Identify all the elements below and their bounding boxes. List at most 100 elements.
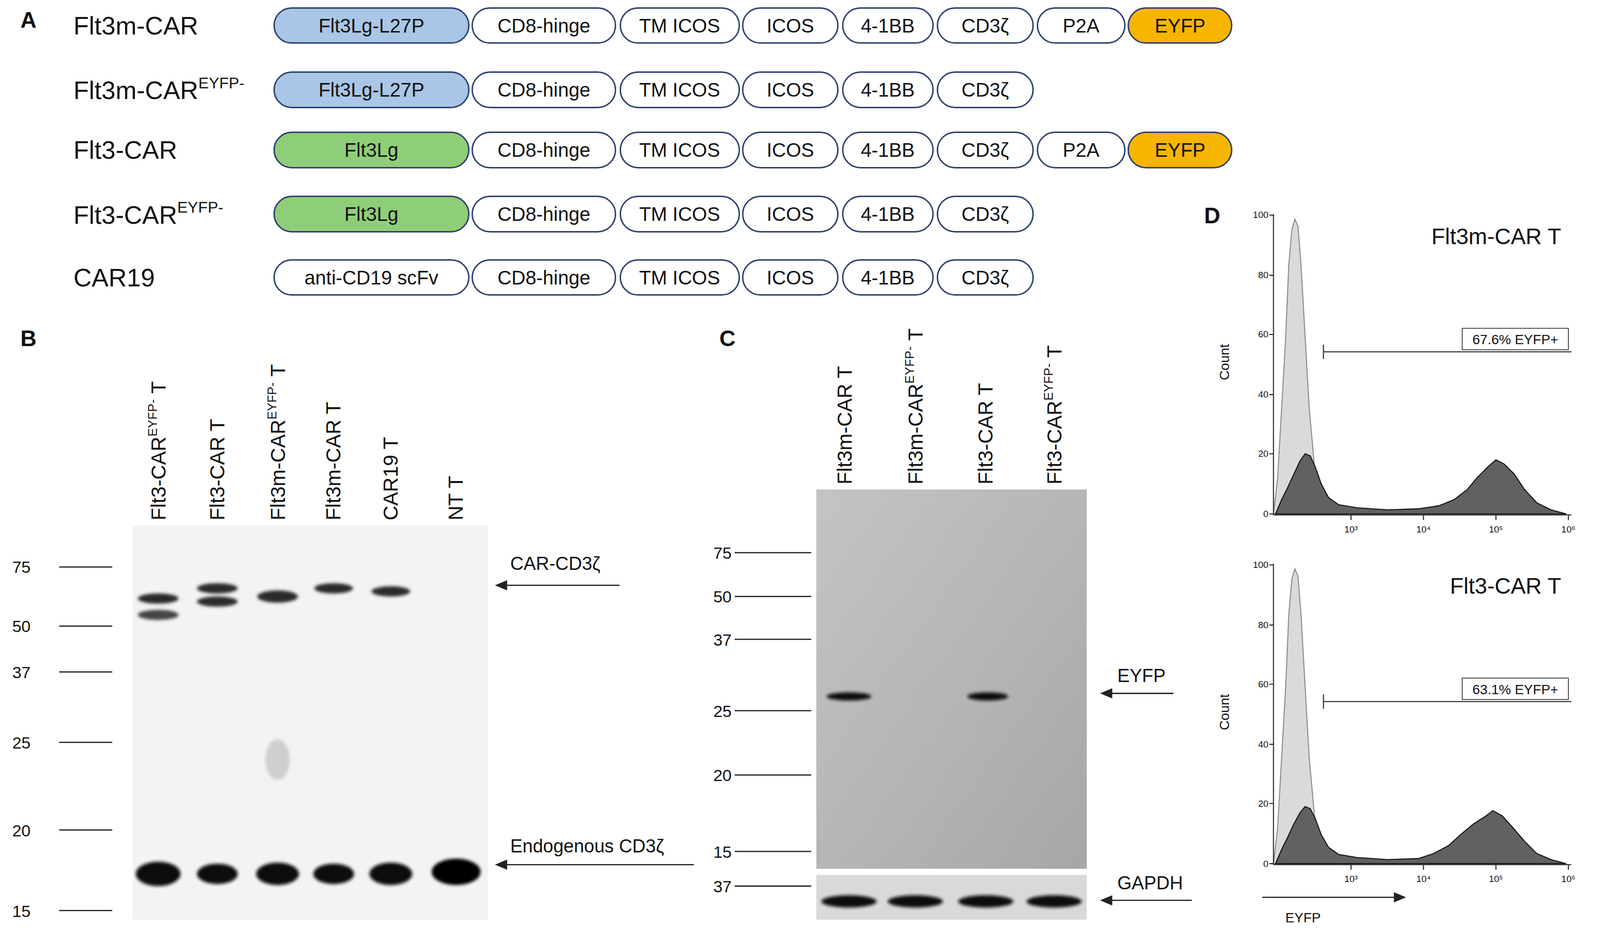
marker-size-group: 75 — [713, 543, 732, 564]
domain-box: TM ICOS — [619, 7, 741, 45]
domain-label: Flt3Lg-L27P — [318, 78, 425, 102]
construct-name-group: Flt3-CAR — [73, 134, 178, 166]
band-label: Endogenous CD3ζ — [510, 836, 665, 857]
marker-size: 15 — [12, 901, 31, 921]
domain-box: ICOS — [741, 71, 840, 109]
axis-tick-label-group: 80 — [1258, 620, 1269, 632]
blot-strip — [816, 875, 1087, 920]
domain-box: TM ICOS — [619, 71, 741, 109]
marker-lines — [59, 552, 812, 911]
axis-tick-label-group: 100 — [1252, 559, 1269, 572]
axis-tick-label: 40 — [1258, 389, 1269, 400]
lane-label: Flt3m-CAR T — [321, 401, 345, 521]
marker-line — [59, 910, 113, 912]
gel-band — [1026, 895, 1082, 908]
domain-box: 4-1BB — [842, 195, 934, 233]
construct-name-group: Flt3m-CAREYFP- — [73, 73, 245, 106]
x-ticks — [1350, 515, 1569, 521]
domain-label: CD3ζ — [961, 266, 1010, 290]
panel-letter: B — [20, 325, 37, 352]
axis-tick-label: 40 — [1258, 739, 1269, 750]
gate-label-group: 67.6% EYFP+ — [1472, 331, 1559, 349]
domain-label: anti-CD19 scFv — [304, 266, 439, 290]
marker-line — [59, 671, 113, 674]
gel-band — [257, 590, 299, 603]
gate-label: 67.6% EYFP+ — [1472, 332, 1559, 348]
domain-label: CD8-hinge — [497, 266, 590, 290]
domain-box: CD8-hinge — [471, 71, 617, 109]
marker-line — [59, 625, 113, 627]
marker-size: 37 — [713, 877, 732, 896]
axis-tick-label-group: 10⁵ — [1488, 523, 1503, 536]
arrowhead — [1394, 892, 1407, 903]
marker-size: 75 — [713, 543, 732, 563]
gel-band — [826, 692, 872, 701]
marker-line — [59, 741, 113, 744]
marker-size: 25 — [713, 701, 732, 721]
marker-line — [734, 710, 812, 712]
lane-label: EYFP- — [902, 346, 917, 385]
marker-line — [59, 829, 113, 832]
construct-name: EYFP- — [198, 74, 245, 92]
gate-label-box — [1462, 678, 1569, 700]
gel-band — [821, 895, 877, 908]
marker-size: 37 — [713, 630, 732, 649]
domain-label: 4-1BB — [860, 78, 915, 102]
marker-size: 20 — [12, 821, 31, 840]
marker-line — [59, 566, 113, 569]
domain-box: EYFP — [1127, 7, 1233, 45]
axis-tick-label: 10³ — [1344, 523, 1358, 535]
domain-label: CD8-hinge — [497, 138, 590, 162]
axis-tick-label: 20 — [1258, 798, 1269, 809]
gel-band — [197, 583, 238, 594]
domain-label: EYFP — [1154, 14, 1206, 38]
marker-size: 37 — [12, 662, 31, 682]
axis-title-group: Count — [1216, 344, 1233, 381]
band-label-group: GAPDH — [1117, 872, 1183, 895]
gel-band — [958, 895, 1013, 908]
lane-label: NT T — [444, 475, 468, 521]
domain-box: CD3ζ — [936, 131, 1034, 169]
x-ticks — [1350, 864, 1569, 871]
sample-histogram — [1275, 807, 1567, 865]
domain-label: Flt3Lg — [344, 202, 399, 226]
axis-tick-label-group: 10⁵ — [1488, 874, 1503, 886]
lane-label: T — [1043, 345, 1066, 358]
domain-label: ICOS — [766, 78, 815, 102]
gel-band — [431, 858, 481, 886]
gel-smear — [265, 739, 290, 781]
construct-name: Flt3-CAR — [73, 135, 178, 165]
lane-label: EYFP- — [145, 399, 160, 437]
gate-tick — [1322, 344, 1324, 359]
gel-band — [369, 862, 413, 886]
domain-label: ICOS — [766, 266, 815, 290]
marker-line — [734, 885, 812, 888]
axis-tick-label-group: 10⁶ — [1561, 874, 1576, 886]
domain-label: 4-1BB — [860, 14, 915, 38]
domain-box: Flt3Lg — [273, 131, 470, 169]
domain-label: TM ICOS — [639, 78, 721, 102]
axis-tick-label-group: 80 — [1258, 269, 1269, 282]
gate-line — [1323, 701, 1572, 703]
axis-tick-label: 80 — [1258, 269, 1269, 281]
gate-tick — [1322, 694, 1324, 709]
lane-label: Flt3-CAR — [147, 436, 170, 521]
axis-tick-label-group: 10³ — [1344, 523, 1358, 536]
domain-label: TM ICOS — [639, 14, 721, 38]
gel-band — [255, 862, 299, 886]
domain-box: CD3ζ — [936, 7, 1034, 45]
band-label: EYFP — [1117, 665, 1166, 687]
domain-box: 4-1BB — [842, 259, 934, 297]
construct-name: Flt3-CAR — [73, 201, 178, 230]
gel-band — [371, 586, 411, 597]
histogram-title: Flt3-CAR T — [1449, 573, 1562, 600]
lane-label-group: Flt3m-CAR T — [832, 366, 858, 485]
axis-title-group: EYFP — [1285, 909, 1321, 927]
band-label-group: EYFP — [1117, 665, 1166, 688]
domain-box: ICOS — [741, 195, 840, 233]
marker-size-group: 25 — [713, 701, 732, 722]
y-axis — [1273, 214, 1275, 516]
axis-tick-label: 10³ — [1344, 874, 1358, 885]
axis-tick-label: 80 — [1258, 620, 1269, 631]
marker-size-group: 20 — [12, 820, 31, 841]
